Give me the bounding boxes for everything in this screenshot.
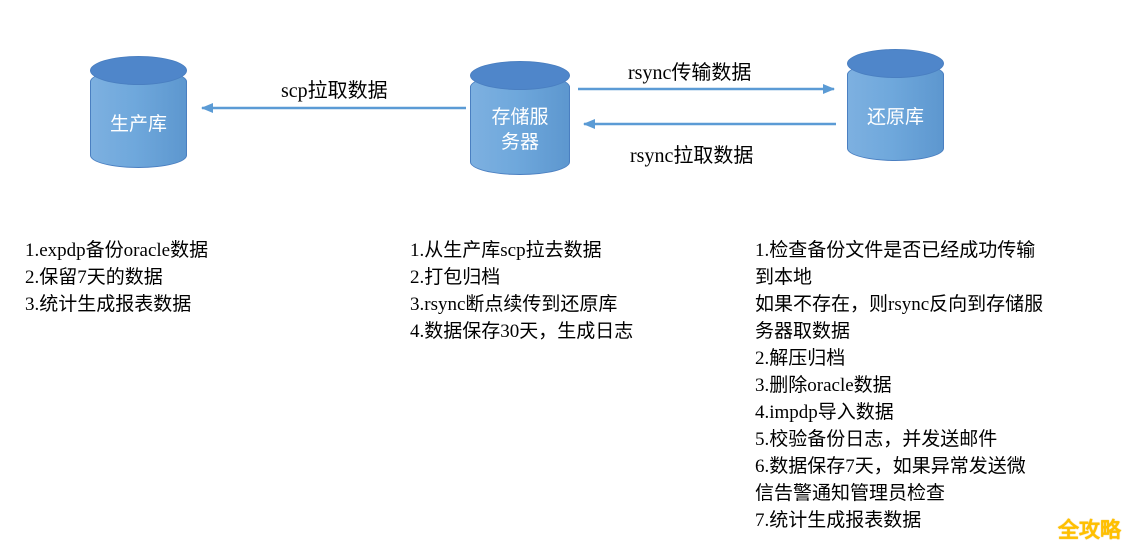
node-label-text: 还原库 — [866, 106, 924, 128]
node-label-text-line1: 存储服 — [491, 107, 549, 128]
db-node-restore: 还原库 — [847, 49, 944, 161]
note-line: 1.检查备份文件是否已经成功传输 — [755, 240, 1036, 261]
rsync-pull-arrow-label: rsync拉取数据 — [630, 145, 754, 167]
note-line: 5.校验备份日志，并发送邮件 — [755, 429, 998, 450]
scp-pull-arrow-label: scp拉取数据 — [281, 80, 388, 102]
cylinder-body — [847, 62, 944, 161]
db-node-storage: 存储服 务器 — [470, 61, 570, 175]
restore-notes: 1.检查备份文件是否已经成功传输 到本地 如果不存在，则rsync反向到存储服 … — [755, 237, 1043, 534]
node-label-text: 生产库 — [109, 113, 167, 135]
node-label-restore: 还原库 — [847, 79, 944, 155]
note-line: 4.数据保存30天，生成日志 — [410, 321, 634, 342]
note-line: 3.rsync断点续传到还原库 — [410, 294, 618, 315]
storage-notes: 1.从生产库scp拉去数据 2.打包归档 3.rsync断点续传到还原库 4.数… — [410, 237, 633, 345]
note-line: 3.统计生成报表数据 — [25, 294, 192, 315]
cylinder-top — [470, 61, 570, 90]
cylinder-top — [90, 56, 187, 85]
note-line: 如果不存在，则rsync反向到存储服 — [755, 294, 1044, 315]
node-label-storage: 存储服 务器 — [470, 91, 570, 169]
note-line: 1.从生产库scp拉去数据 — [410, 240, 602, 261]
db-node-production: 生产库 — [90, 56, 187, 168]
watermark-text: 全攻略 — [1058, 519, 1121, 542]
note-line: 4.impdp导入数据 — [755, 402, 894, 423]
note-line: 1.expdp备份oracle数据 — [25, 240, 209, 261]
note-line: 信告警通知管理员检查 — [755, 483, 946, 504]
production-notes: 1.expdp备份oracle数据 2.保留7天的数据 3.统计生成报表数据 — [25, 237, 208, 318]
note-line: 2.保留7天的数据 — [25, 267, 163, 288]
node-label-production: 生产库 — [90, 86, 187, 162]
cylinder-body — [470, 74, 570, 175]
note-line: 7.统计生成报表数据 — [755, 510, 922, 531]
note-line: 务器取数据 — [755, 321, 851, 342]
note-line: 6.数据保存7天，如果异常发送微 — [755, 456, 1026, 477]
rsync-transfer-arrow-label: rsync传输数据 — [628, 62, 752, 84]
cylinder-top — [847, 49, 944, 78]
note-line: 3.删除oracle数据 — [755, 375, 892, 396]
node-label-text-line2: 务器 — [500, 132, 539, 153]
note-line: 到本地 — [755, 267, 813, 288]
note-line: 2.打包归档 — [410, 267, 501, 288]
cylinder-body — [90, 69, 187, 168]
note-line: 2.解压归档 — [755, 348, 846, 369]
